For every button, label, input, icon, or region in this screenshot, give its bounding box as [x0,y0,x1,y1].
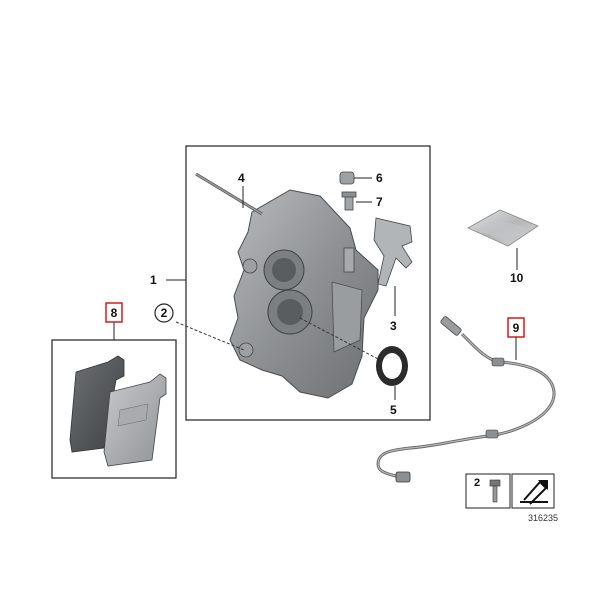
callout-5[interactable]: 5 [390,403,397,417]
shim-foil[interactable] [467,209,539,247]
assembly-line [175,321,245,351]
bolt-icon [489,479,501,503]
callout-6[interactable]: 6 [376,171,383,185]
arrow-icon [520,480,548,505]
callout-8: 8 [111,306,118,320]
brake-caliper[interactable] [229,189,379,399]
callout-8-box[interactable]: 8 [105,302,123,323]
callout-2-circle[interactable]: 2 [154,303,174,323]
callout-7[interactable]: 7 [376,195,383,209]
callout-4[interactable]: 4 [238,171,245,185]
assembly-line [299,317,381,361]
brake-wear-sensor[interactable] [376,316,556,483]
callout-2: 2 [161,306,168,320]
brake-pad-inner[interactable] [69,355,125,453]
spring-clip[interactable] [373,217,413,287]
seal-ring[interactable] [376,346,408,386]
bleed-screw[interactable] [341,191,357,211]
callout-1[interactable]: 1 [150,273,157,287]
legend-callout-2: 2 [474,477,480,489]
callout-9: 9 [513,321,520,335]
callout-9-box[interactable]: 9 [507,317,525,338]
reference-number: 316235 [528,513,558,523]
bleed-screw-cap[interactable] [339,171,355,185]
brake-pad-outer[interactable] [103,373,167,467]
caliper-group-frame [185,145,431,421]
callout-10[interactable]: 10 [510,271,524,285]
callout-3[interactable]: 3 [390,319,397,333]
guide-pin[interactable] [195,172,263,216]
